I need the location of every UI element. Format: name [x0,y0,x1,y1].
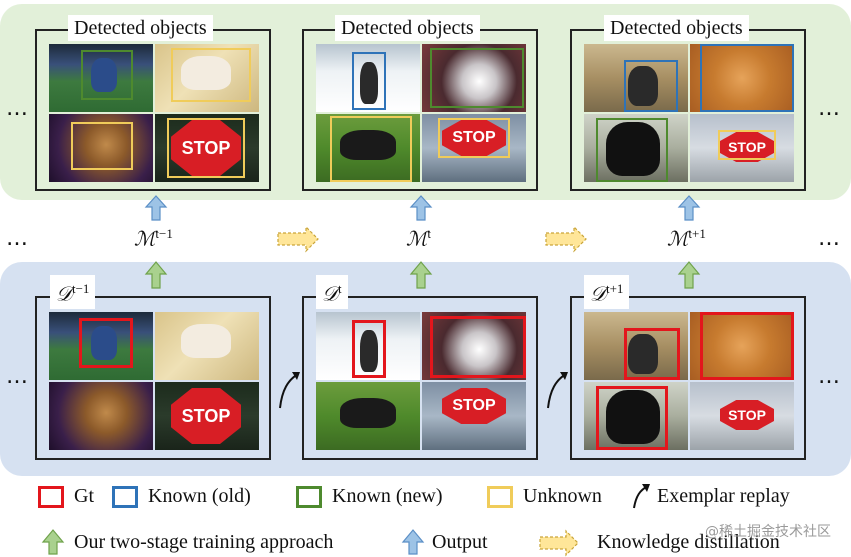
watermark: @稀土掘金技术社区 [705,524,831,540]
dog-image [49,114,153,182]
ground-truth-box [700,312,794,380]
two-stage-arrow [144,261,168,289]
stop-sign: STOP [720,400,774,430]
person-image [584,44,688,112]
training-images-3: STOP [584,312,794,450]
ellipsis: … [6,226,29,251]
person-image [584,312,688,380]
stop-sign: STOP [171,120,241,176]
orange-cat-image [690,44,794,112]
dog-image [49,382,153,450]
unknown-box [71,122,133,170]
dataset-label: 𝒟t+1 [584,275,630,309]
model-label: ℳt [406,226,432,251]
stop-sign: STOP [442,388,506,424]
known-old-box [624,60,678,112]
cat-in-sink-image [155,44,259,112]
known-old-box [352,52,386,110]
ground-truth-box [596,386,668,450]
ground-truth-box [79,318,133,368]
stop-sign-image: STOP [422,114,526,182]
output-arrow [409,195,433,221]
panel-title: Detected objects [68,15,213,41]
two-stage-arrow [409,261,433,289]
legend-two-stage: Our two-stage training approach [74,531,334,553]
dataset-label: 𝒟t [316,275,348,309]
detected-images-1: STOP [49,44,259,182]
distillation-arrow [277,225,319,253]
detected-images-2: STOP [316,44,526,182]
stop-sign: STOP [171,388,241,444]
ellipsis: … [6,364,29,389]
baseball-player-image [49,312,153,380]
training-data-panel-1 [35,296,271,460]
skier-image [316,44,420,112]
stop-sign-image: STOP [155,382,259,450]
known-new-box [430,48,524,108]
training-data-panel-2 [302,296,538,460]
exemplar-replay-arrow [547,373,567,409]
dataset-label: 𝒟t−1 [50,275,96,309]
gt-swatch [38,485,64,508]
known-old-box [700,44,794,112]
legend-gt: Gt [38,485,94,508]
model-label: ℳt−1 [134,226,173,251]
output-arrow [677,195,701,221]
legend-output: Output [432,531,488,553]
ellipsis: … [818,364,841,389]
ellipsis: … [818,226,841,251]
training-data-panel-3 [570,296,806,460]
stop-sign: STOP [442,120,506,156]
panel-title: Detected objects [335,15,480,41]
known-old-swatch [112,485,138,508]
two-stage-legend-icon [41,529,65,555]
known-new-box [81,50,133,100]
ellipsis: … [6,96,29,121]
stop-sign-image: STOP [690,382,794,450]
distillation-legend-icon [539,529,579,557]
stop-sign-image: STOP [155,114,259,182]
orange-cat-image [690,312,794,380]
skier-image [316,312,420,380]
stop-sign: STOP [720,132,774,162]
legend-known-old: Known (old) [112,485,251,508]
training-images-2: STOP [316,312,526,450]
legend-unknown: Unknown [487,485,602,508]
stop-sign-image: STOP [690,114,794,182]
dog-with-frisbee-image [316,382,420,450]
output-arrow [144,195,168,221]
training-images-1: STOP [49,312,259,450]
distillation-arrow [545,225,587,253]
legend-known-new: Known (new) [296,485,443,508]
black-dog-image [584,114,688,182]
model-label: ℳt+1 [667,226,706,251]
unknown-box [171,48,251,102]
exemplar-replay-arrow [279,373,299,409]
ellipsis: … [818,96,841,121]
cat-in-sink-image [155,312,259,380]
cat-close-up-image [422,312,526,380]
cat-close-up-image [422,44,526,112]
known-new-box [596,118,668,182]
panel-title: Detected objects [604,15,749,41]
ground-truth-box [352,320,386,378]
unknown-box [718,130,776,160]
baseball-player-image [49,44,153,112]
ground-truth-box [624,328,680,380]
unknown-box [438,118,510,158]
two-stage-arrow [677,261,701,289]
legend-exemplar-replay: Exemplar replay [657,485,790,507]
detected-images-3: STOP [584,44,794,182]
black-dog-image [584,382,688,450]
ground-truth-box [430,316,526,378]
known-new-swatch [296,485,322,508]
unknown-box [167,118,245,178]
stop-sign-image: STOP [422,382,526,450]
dog-with-frisbee-image [316,114,420,182]
legend-knowledge-distillation: Knowledge distillation [597,531,780,553]
output-legend-icon [401,529,425,555]
unknown-box [330,116,412,182]
unknown-swatch [487,485,513,508]
